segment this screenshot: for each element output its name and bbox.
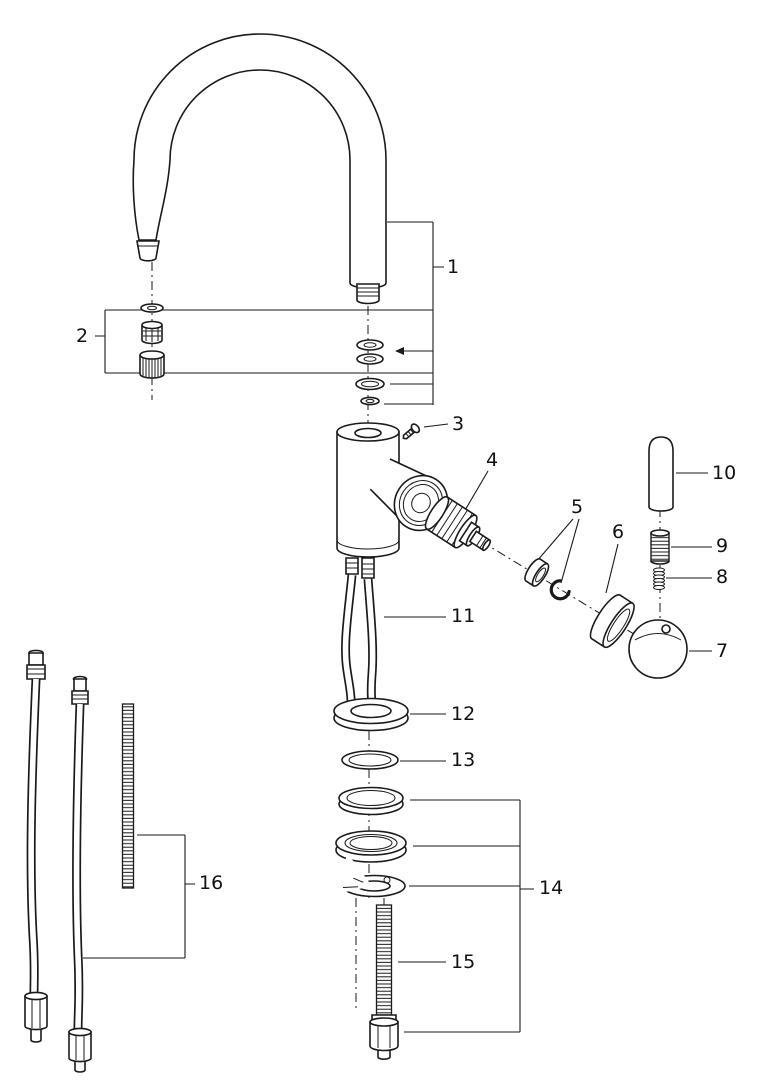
horseshoe-washer xyxy=(328,854,406,898)
supply-hose-2 xyxy=(68,675,92,1073)
arrow-icon xyxy=(395,347,404,355)
faucet-body xyxy=(336,422,449,558)
mounting-stud xyxy=(375,904,393,1016)
base-ring-lower xyxy=(335,830,407,863)
hose-end-nut xyxy=(369,1014,399,1060)
cartridge-nut xyxy=(524,558,550,587)
part-label-4: 4 xyxy=(486,449,499,471)
part-label-9: 9 xyxy=(716,535,729,557)
part-label-13: 13 xyxy=(451,749,476,771)
part-label-7: 7 xyxy=(716,640,729,662)
escutcheon-ring xyxy=(589,594,635,649)
part-label-2: 2 xyxy=(76,325,89,347)
part-label-16: 16 xyxy=(199,872,224,894)
spout xyxy=(132,33,387,305)
part-label-1: 1 xyxy=(447,256,460,278)
part-label-10: 10 xyxy=(712,462,737,484)
supply-hose-1 xyxy=(24,649,48,1043)
part-label-12: 12 xyxy=(451,703,476,725)
part-label-5: 5 xyxy=(571,496,584,518)
handle-knob xyxy=(628,619,688,679)
threaded-adapter xyxy=(650,529,670,565)
spout-hoses xyxy=(341,574,378,704)
aerator-parts xyxy=(139,303,165,379)
part-label-8: 8 xyxy=(716,566,729,588)
part-label-3: 3 xyxy=(452,413,465,435)
cartridge xyxy=(424,495,492,552)
callout-lines xyxy=(83,221,712,1033)
part-label-14: 14 xyxy=(539,877,564,899)
handle-lever xyxy=(648,436,674,512)
spout-washers xyxy=(355,339,385,406)
spring xyxy=(653,567,665,590)
part-label-6: 6 xyxy=(612,521,625,543)
o-ring xyxy=(341,750,399,770)
centerlines xyxy=(151,262,661,1012)
threaded-rod xyxy=(121,703,135,889)
retaining-clip xyxy=(549,579,571,601)
mounting-ring xyxy=(333,697,409,732)
part-label-15: 15 xyxy=(451,951,476,973)
set-screw xyxy=(402,423,421,440)
base-ring-upper xyxy=(338,786,404,816)
part-label-11: 11 xyxy=(451,605,476,627)
spout-hose-connectors xyxy=(345,557,375,579)
